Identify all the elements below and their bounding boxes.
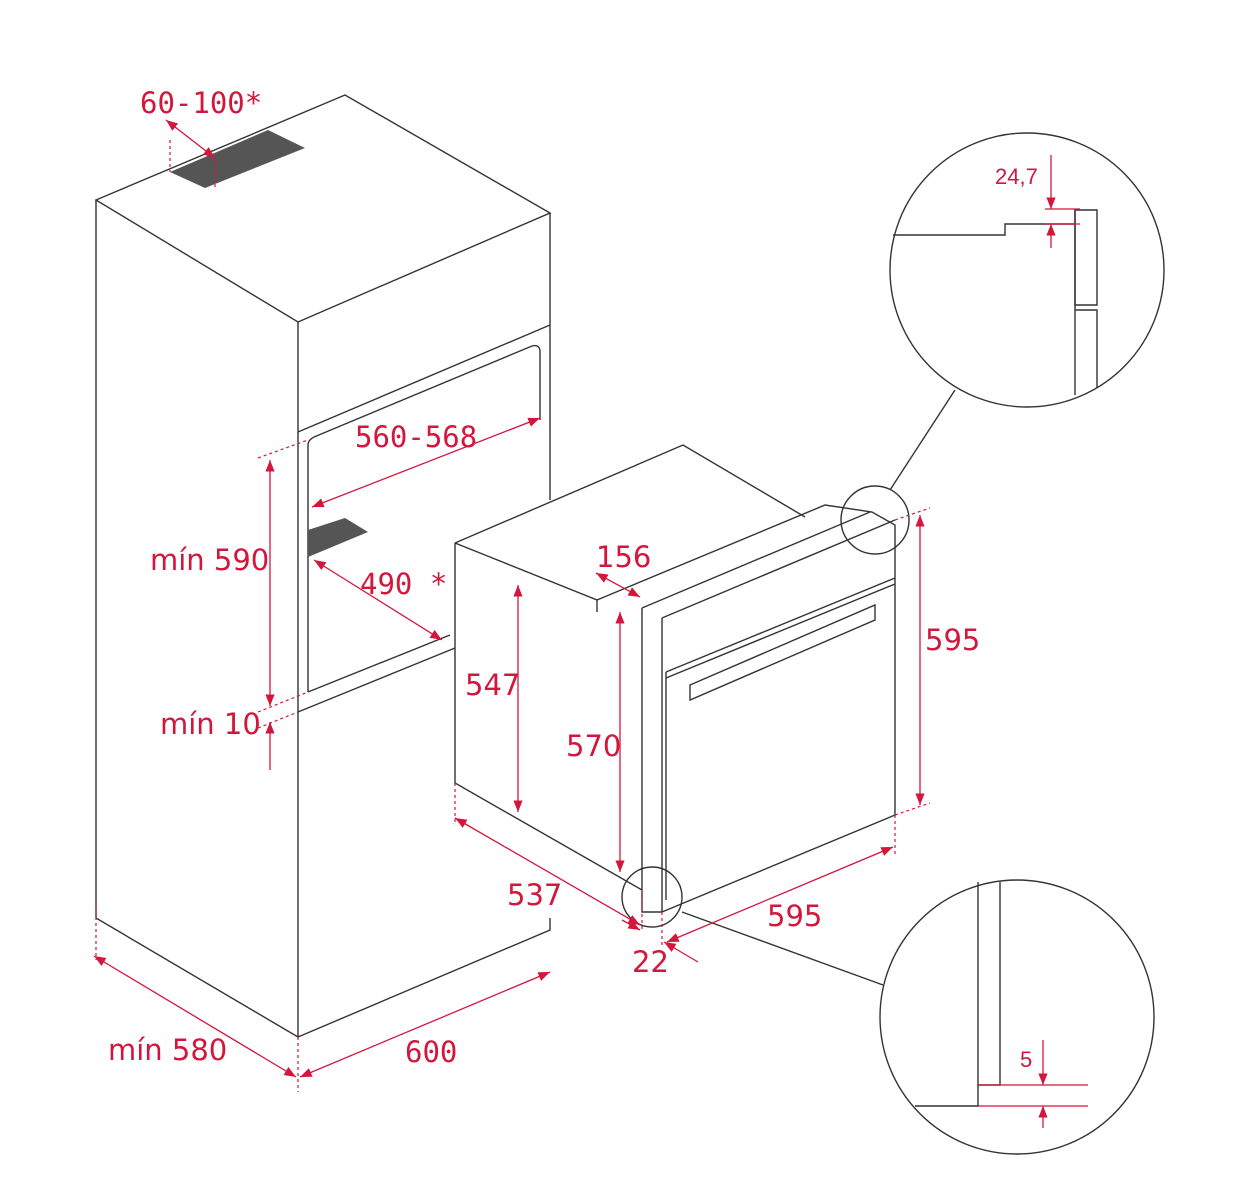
label-oven-depth: 537 [507, 878, 562, 912]
detail-top [840, 132, 1165, 555]
top-vent [170, 130, 305, 188]
label-door-offset: 22 [632, 945, 669, 979]
label-detail-bottom: 5 [1020, 1047, 1032, 1072]
label-gap-bottom: mín 10 [160, 707, 261, 741]
label-vent-top: 60-100* [140, 86, 262, 120]
label-detail-top: 24,7 [995, 164, 1038, 189]
oven [454, 444, 896, 913]
detail-bottom [621, 866, 1155, 1155]
label-niche-height: mín 590 [150, 543, 269, 577]
label-oven-width: 595 [767, 899, 822, 933]
cabinet [94, 94, 552, 1039]
label-vent-depth: 490 * [360, 567, 447, 601]
label-oven-front-height: 570 [566, 729, 621, 763]
oven-handle [689, 603, 876, 702]
dimension-lines [93, 119, 931, 1092]
label-oven-recess: 156 [596, 540, 651, 574]
label-cabinet-width: 600 [405, 1035, 457, 1069]
label-niche-width: 560-568 [355, 420, 477, 454]
label-oven-total-height: 595 [925, 623, 980, 657]
bottom-vent [308, 518, 368, 557]
label-oven-body-height: 547 [465, 668, 520, 702]
label-cabinet-depth: mín 580 [108, 1033, 227, 1067]
